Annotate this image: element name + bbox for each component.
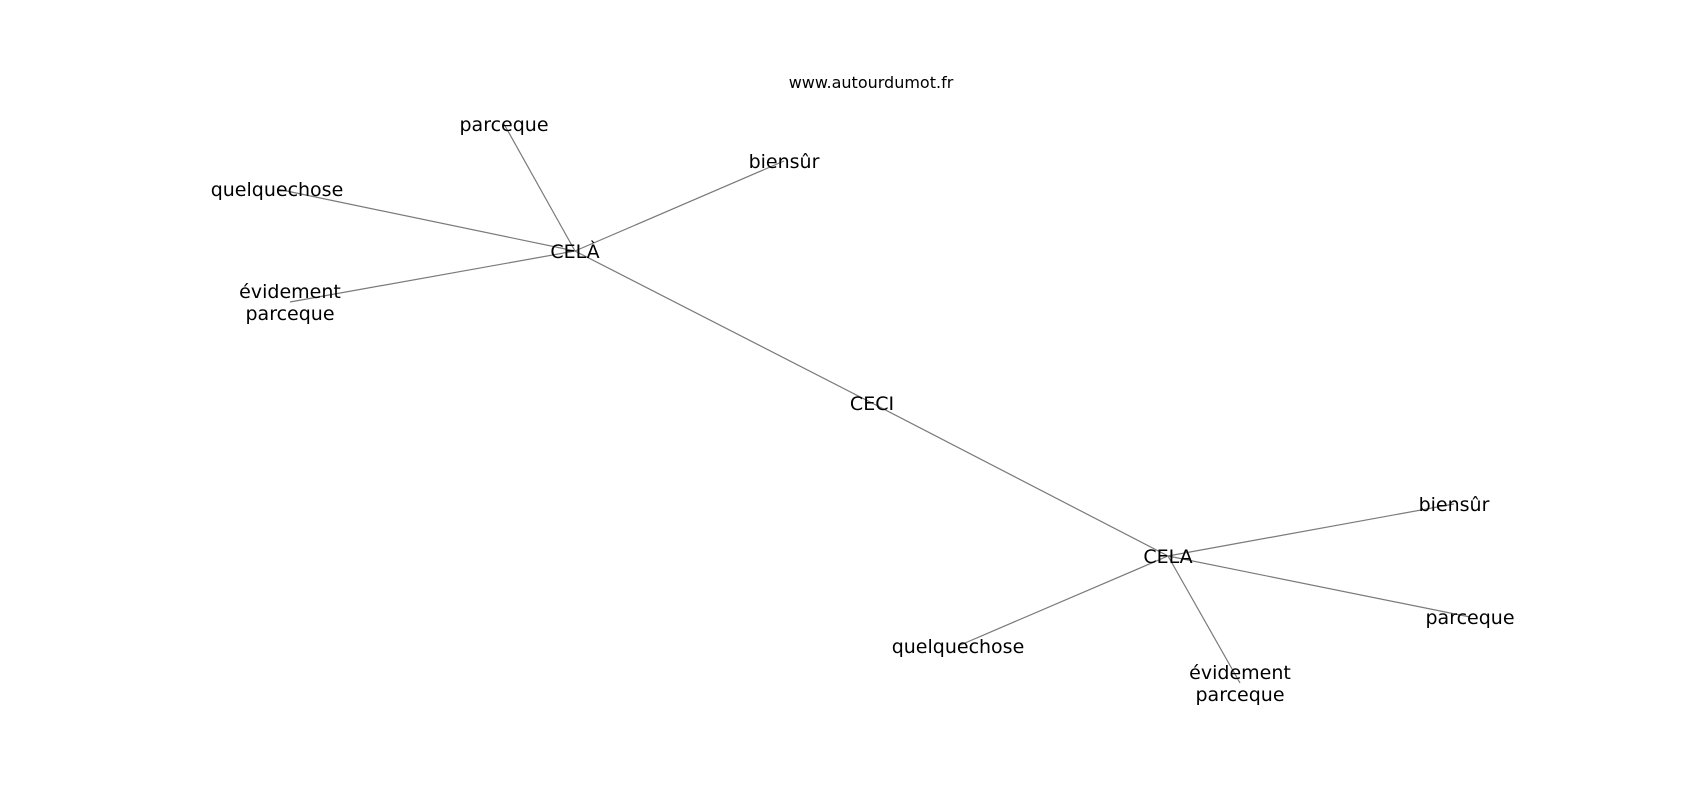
edge-cela-grave-evidement-1 xyxy=(289,250,576,303)
node-line-ceci-0: CECI xyxy=(850,393,894,415)
node-label-cela-grave: CELÀ xyxy=(550,240,599,263)
edges-group xyxy=(276,123,1471,684)
node-line-cela-0: CELA xyxy=(1143,546,1192,568)
edge-cela-quelquechose-2 xyxy=(957,555,1169,647)
node-line-biensur-2-0: biensûr xyxy=(1419,494,1490,516)
edge-cela-parceque-2 xyxy=(1167,555,1471,618)
node-line-quelquechose-2-0: quelquechose xyxy=(892,636,1025,658)
nodes-group: CECI CELÀ CELA parceque biensûr quelquechose é… xyxy=(211,114,1515,706)
node-label-ceci: CECI xyxy=(850,393,894,415)
edge-ceci-cela-grave xyxy=(574,250,873,404)
node-label-quelquechose-1: quelquechose xyxy=(211,179,344,201)
edge-cela-biensur-2 xyxy=(1167,503,1455,557)
node-line-cela-grave-0: CELÀ xyxy=(550,240,599,263)
node-label-biensur-2: biensûr xyxy=(1419,494,1490,516)
node-line-quelquechose-1-0: quelquechose xyxy=(211,179,344,201)
node-label-parceque-2: parceque xyxy=(1425,607,1514,629)
node-line-biensur-1-0: biensûr xyxy=(749,151,820,173)
node-label-quelquechose-2: quelquechose xyxy=(892,636,1025,658)
node-line-evidement-1-1: parceque xyxy=(245,303,334,325)
edge-ceci-cela xyxy=(871,402,1169,557)
node-label-parceque-1: parceque xyxy=(459,114,548,136)
edge-cela-grave-quelquechose-1 xyxy=(276,188,576,252)
node-label-biensur-1: biensûr xyxy=(749,151,820,173)
node-line-parceque-1-0: parceque xyxy=(459,114,548,136)
node-line-evidement-1-0: évidement xyxy=(239,281,341,303)
node-label-cela: CELA xyxy=(1143,546,1192,568)
node-line-parceque-2-0: parceque xyxy=(1425,607,1514,629)
node-line-evidement-2-1: parceque xyxy=(1195,684,1284,706)
edge-cela-grave-parceque-1 xyxy=(503,123,576,252)
edge-cela-evidement-2 xyxy=(1167,555,1241,684)
edge-cela-grave-biensur-1 xyxy=(574,160,785,252)
node-line-evidement-2-0: évidement xyxy=(1189,662,1291,684)
watermark-text: www.autourdumot.fr xyxy=(789,73,954,92)
